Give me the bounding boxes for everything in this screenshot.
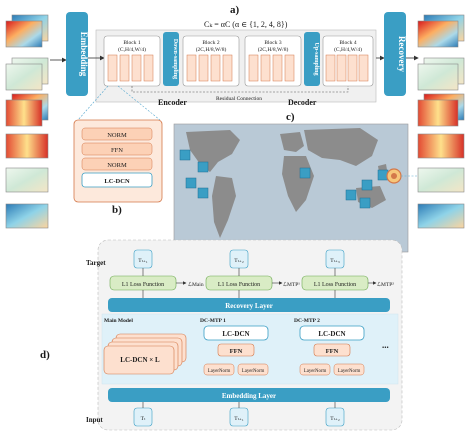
loss-fn-3-label: L1 Loss Function <box>314 282 356 288</box>
input-2-label: Tₜ₊₁ <box>234 416 244 422</box>
dc-mtp1-layernorm-b <box>237 363 269 376</box>
dc-mtp1-layernorm-a <box>203 363 235 376</box>
dc-mtp1-lcdcn <box>203 325 269 341</box>
embedding-layer <box>108 388 390 402</box>
panel-d: d) Target Input Tₜ₊₁ Tₜ₊₂ Tₜ₊₃ L1 Loss F… <box>40 239 403 431</box>
dc-mtp2-layernorm-b-label: LayerNorm <box>338 369 361 374</box>
panel-label-d: d) <box>40 349 50 361</box>
main-model-stack <box>103 333 187 375</box>
recovery-label: Recovery <box>397 36 407 72</box>
lc-dcn-label: LC-DCN <box>104 178 130 185</box>
residual-label: Residual Connection <box>216 96 262 102</box>
region-markers <box>179 149 389 209</box>
panel-c: c) <box>173 111 418 253</box>
panel-label-a: a) <box>230 4 240 16</box>
block-4-title: Block 4 <box>339 40 357 46</box>
panel-a: a) Cₖ = αC (α ∈ {1, 2, 4, 8}) Embedding … <box>5 4 465 229</box>
dc-mtp1-layernorm-a-label: LayerNorm <box>208 369 231 374</box>
input-3-label: Tₜ₊₂ <box>330 416 340 422</box>
upsampling-label: Up-sampling <box>313 42 319 75</box>
right-output-stack <box>417 14 465 229</box>
target-3-label: Tₜ₊₃ <box>330 258 340 264</box>
main-model-stack-label: LC-DCN × L <box>120 356 160 364</box>
dc-mtp2-lcdcn <box>299 325 365 341</box>
block-2-layers <box>186 54 233 82</box>
block-1-layers <box>107 54 154 82</box>
encoder-label: Encoder <box>158 98 187 107</box>
dc-mtp2-ffn-label: FFN <box>326 348 339 355</box>
dc-mtp2-ffn <box>313 343 351 357</box>
recovery-box <box>384 12 406 96</box>
loss-fn-2-label: L1 Loss Function <box>218 282 260 288</box>
panel-b: NORM FFN NORM LC-DCN b) <box>73 119 163 216</box>
decoder-label: Decoder <box>288 98 317 107</box>
embedding-layer-label: Embedding Layer <box>222 392 276 400</box>
embedding-box <box>66 12 88 96</box>
recovery-layer <box>108 298 390 312</box>
block-3-dims: (2C,H/8,W/8) <box>258 46 289 53</box>
dc-mtp2-layernorm-a <box>299 363 331 376</box>
block-3-layers <box>248 54 295 82</box>
block-4-layers <box>325 54 369 82</box>
upsampling-box <box>304 32 320 86</box>
downsampling-box <box>163 32 179 86</box>
ffn-label: FFN <box>111 147 123 154</box>
target-label: Target <box>86 259 106 267</box>
block-4-dims: (C,H/4,W/4) <box>334 46 362 53</box>
dc-mtp1-label: DC-MTP 1 <box>200 318 226 324</box>
dc-mtp2-layernorm-b <box>333 363 365 376</box>
loss-mtp-1: ℒMTP¹ <box>283 281 300 288</box>
target-2-label: Tₜ₊₂ <box>234 258 244 264</box>
main-model-label: Main Model <box>104 318 133 324</box>
input-label: Input <box>86 416 103 424</box>
residual-connection-line <box>131 86 349 93</box>
continuation-dots: ... <box>382 340 389 350</box>
dc-mtp1-ffn-label: FFN <box>230 348 243 355</box>
block-1-dims: (C,H/4,W/4) <box>118 46 146 53</box>
norm-label-2: NORM <box>107 162 127 169</box>
loss-main: ℒMain <box>188 281 204 288</box>
loss-fn-1-label: L1 Loss Function <box>122 282 164 288</box>
channel-formula: Cₖ = αC (α ∈ {1, 2, 4, 8}) <box>204 20 288 29</box>
block-2-title: Block 2 <box>202 40 220 46</box>
loss-mtp-2: ℒMTP² <box>377 281 394 288</box>
panel-label-c: c) <box>286 111 295 123</box>
dc-mtp1-layernorm-b-label: LayerNorm <box>242 369 265 374</box>
block-1-title: Block 1 <box>123 40 141 46</box>
target-1-label: Tₜ₊₁ <box>138 258 148 264</box>
input-1-label: Tₜ <box>141 416 146 422</box>
left-input-stack <box>5 14 49 229</box>
dc-mtp2-layernorm-a-label: LayerNorm <box>304 369 327 374</box>
recovery-layer-label: Recovery Layer <box>225 302 273 310</box>
block-2-dims: (2C,H/8,W/8) <box>196 46 227 53</box>
norm-label-1: NORM <box>107 132 127 139</box>
dc-mtp2-label: DC-MTP 2 <box>294 318 320 324</box>
panel-label-b: b) <box>112 204 122 216</box>
downsampling-label: Down-sampling <box>172 39 178 79</box>
dc-mtp2-lcdcn-label: LC-DCN <box>318 330 345 338</box>
dc-mtp1-lcdcn-label: LC-DCN <box>222 330 249 338</box>
block-3-title: Block 3 <box>264 40 282 46</box>
dc-mtp1-ffn <box>217 343 255 357</box>
embedding-label: Embedding <box>79 32 89 77</box>
